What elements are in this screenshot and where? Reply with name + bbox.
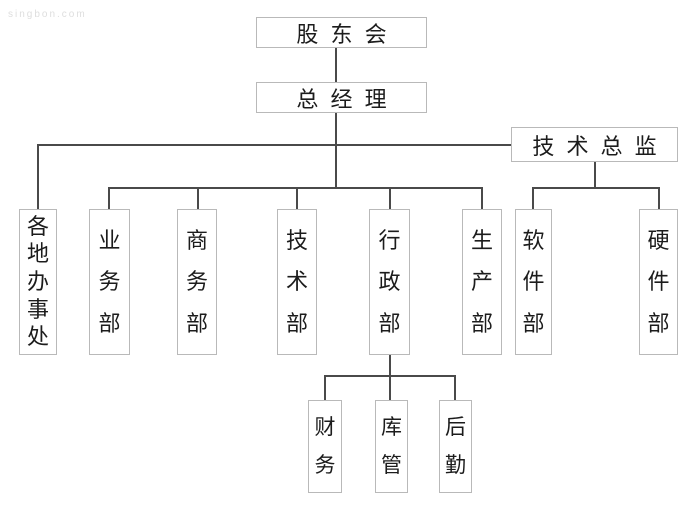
- connector-admin-trunk: [389, 355, 391, 376]
- node-dept-business: 业务部: [89, 209, 130, 355]
- connector-h2: [108, 187, 483, 189]
- connector-drop-offices: [37, 144, 39, 209]
- connector-drop-admin: [389, 187, 391, 209]
- node-dept-production: 生产部: [462, 209, 502, 355]
- connector-shareholders-gm: [335, 48, 337, 82]
- node-dept-hardware: 硬件部: [639, 209, 678, 355]
- connector-h3: [532, 187, 660, 189]
- connector-drop-software: [532, 187, 534, 209]
- node-dept-administration: 行政部: [369, 209, 410, 355]
- connector-drop-hardware: [658, 187, 660, 209]
- node-logistics: 后勤: [439, 400, 472, 493]
- node-dept-regional-offices: 各地办事处: [19, 209, 57, 355]
- node-dept-technology: 技术部: [277, 209, 317, 355]
- connector-drop-technology: [296, 187, 298, 209]
- connector-techdir-trunk: [594, 162, 596, 189]
- connector-drop-business: [108, 187, 110, 209]
- node-tech-director: 技术总监: [511, 127, 678, 162]
- connector-drop-production: [481, 187, 483, 209]
- node-finance: 财务: [308, 400, 342, 493]
- node-dept-software: 软件部: [515, 209, 552, 355]
- watermark-text: singbon.com: [8, 9, 87, 20]
- connector-h1: [38, 144, 511, 146]
- node-warehouse: 库管: [375, 400, 408, 493]
- connector-gm-trunk: [335, 113, 337, 189]
- connector-drop-warehouse: [389, 375, 391, 400]
- node-general-manager: 总经理: [256, 82, 427, 113]
- connector-drop-finance: [324, 375, 326, 400]
- node-dept-commerce: 商务部: [177, 209, 217, 355]
- connector-drop-commerce: [197, 187, 199, 209]
- connector-drop-logistics: [454, 375, 456, 400]
- node-shareholders-meeting: 股东会: [256, 17, 427, 48]
